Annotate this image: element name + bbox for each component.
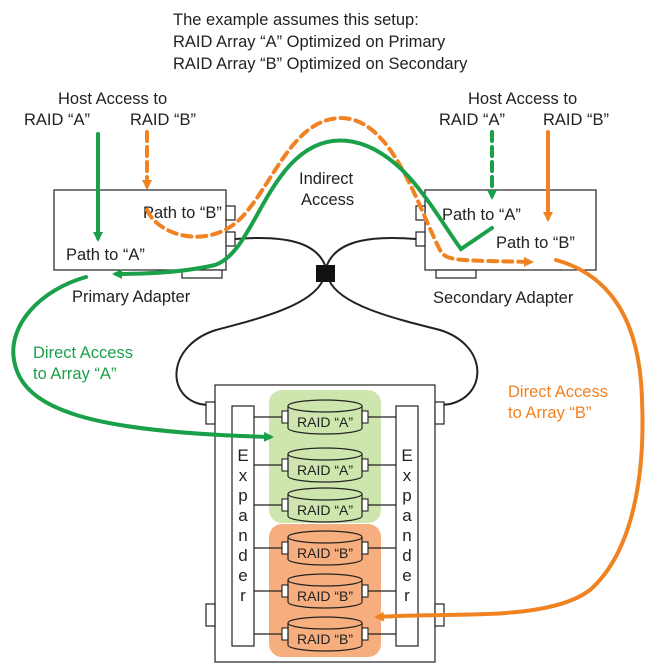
indirect-orange-path <box>145 115 534 267</box>
direct-access-a-path <box>11 275 274 442</box>
secondary-adapter-caption: Secondary Adapter <box>433 289 574 307</box>
indirect-green-path <box>112 138 494 279</box>
primary-port-bottom <box>225 231 236 247</box>
enclosure-port-right-top <box>434 401 445 425</box>
right-host-raid-a: RAID “A” <box>439 111 505 129</box>
primary-path-to-a: Path to “A” <box>66 246 145 264</box>
raid-disk-label: RAID “B” <box>297 631 353 647</box>
enclosure-port-left-top <box>205 401 216 425</box>
secondary-path-to-b: Path to “B” <box>496 234 575 252</box>
header-line-3: RAID Array “B” Optimized on Secondary <box>173 55 468 73</box>
raid-disk-label: RAID “B” <box>297 588 353 604</box>
access-paths <box>11 115 645 622</box>
expander-left-letter: d <box>238 546 247 565</box>
raid-disk-b: RAID “B” <box>254 573 396 609</box>
expander-right-letter: x <box>403 466 412 485</box>
expander-right-letter: r <box>404 586 410 605</box>
primary-port-top <box>225 205 236 221</box>
direct-access-a-line-1: Direct Access <box>33 344 133 362</box>
raid-disk-b: RAID “B” <box>254 530 396 566</box>
disk-stack: RAID “A” RAID “A” RAID “A” RAID “B” RAID “B”… <box>254 399 396 652</box>
raid-disk-label: RAID “B” <box>297 545 353 561</box>
cable-junction <box>316 265 335 282</box>
secondary-path-to-a: Path to “A” <box>442 206 521 224</box>
right-host-raid-b: RAID “B” <box>543 111 609 129</box>
expander-left-letter: e <box>238 566 247 585</box>
direct-access-a-line-2: to Array “A” <box>33 365 116 383</box>
expander-right-letter: a <box>402 506 412 525</box>
expander-left-letter: n <box>238 526 247 545</box>
raid-disk-label: RAID “A” <box>297 462 353 478</box>
left-host-raid-b: RAID “B” <box>130 111 196 129</box>
array-b-group <box>269 524 381 657</box>
enclosure-port-left-bottom <box>205 603 216 627</box>
left-host-title: Host Access to <box>58 90 167 108</box>
expander-left-letter: a <box>238 506 248 525</box>
raid-disk-label: RAID “A” <box>297 414 353 430</box>
expander-right-letter: d <box>402 546 411 565</box>
primary-adapter-caption: Primary Adapter <box>72 288 191 306</box>
indirect-access-line-1: Indirect <box>299 170 354 188</box>
secondary-adapter: Path to “A” Path to “B” <box>415 189 597 279</box>
primary-adapter: Path to “B” Path to “A” <box>53 189 236 279</box>
raid-disk-a: RAID “A” <box>254 487 396 523</box>
indirect-access-line-2: Access <box>301 191 354 209</box>
direct-access-b-line-2: to Array “B” <box>508 404 591 422</box>
expander-right-letter: e <box>402 566 411 585</box>
sas-cables <box>175 236 479 406</box>
direct-access-b-path <box>374 258 645 622</box>
expander-right-letter: n <box>402 526 411 545</box>
secondary-port-bottom <box>415 231 426 247</box>
raid-disk-b: RAID “B” <box>254 616 396 652</box>
expander-right-letter: E <box>401 446 412 465</box>
raid-disk-a: RAID “A” <box>254 447 396 483</box>
direct-access-b-line-1: Direct Access <box>508 383 608 401</box>
expander-left-letter: p <box>238 486 247 505</box>
right-host-title: Host Access to <box>468 90 577 108</box>
header-line-2: RAID Array “A” Optimized on Primary <box>173 33 446 51</box>
header-line-1: The example assumes this setup: <box>173 11 419 29</box>
left-host-raid-a: RAID “A” <box>24 111 90 129</box>
expander-left-letter: x <box>239 466 248 485</box>
primary-path-to-b: Path to “B” <box>143 204 222 222</box>
expander-left-letter: E <box>237 446 248 465</box>
raid-disk-a: RAID “A” <box>254 399 396 435</box>
expander-right-letter: p <box>402 486 411 505</box>
raid-disk-label: RAID “A” <box>297 502 353 518</box>
expander-left-letter: r <box>240 586 246 605</box>
